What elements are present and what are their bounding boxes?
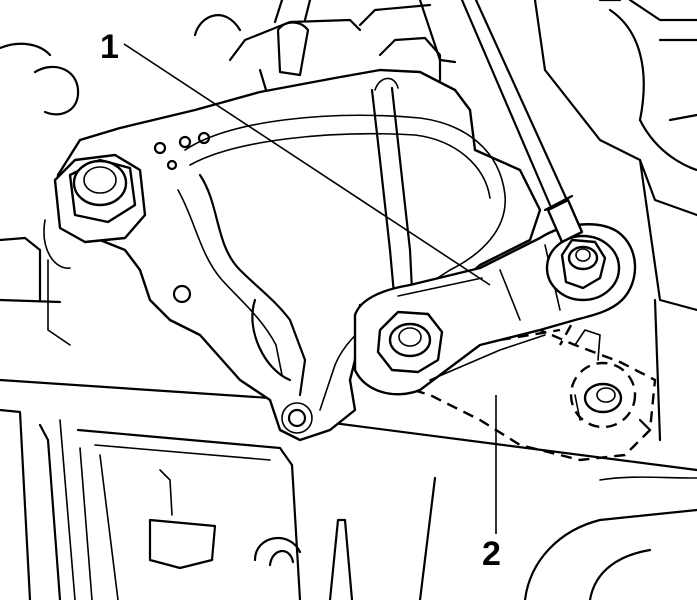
left-mounting-bolt — [43, 153, 147, 269]
callout-label-2: 2 — [482, 535, 501, 573]
callout-2: 2 — [482, 395, 501, 573]
callout-label-1: 1 — [100, 28, 119, 66]
cable-ball-joint — [460, 0, 621, 302]
callout-1: 1 — [100, 28, 491, 286]
leader-line-1 — [123, 43, 491, 286]
lever-nut — [376, 310, 444, 374]
mounting-flange — [56, 36, 542, 442]
